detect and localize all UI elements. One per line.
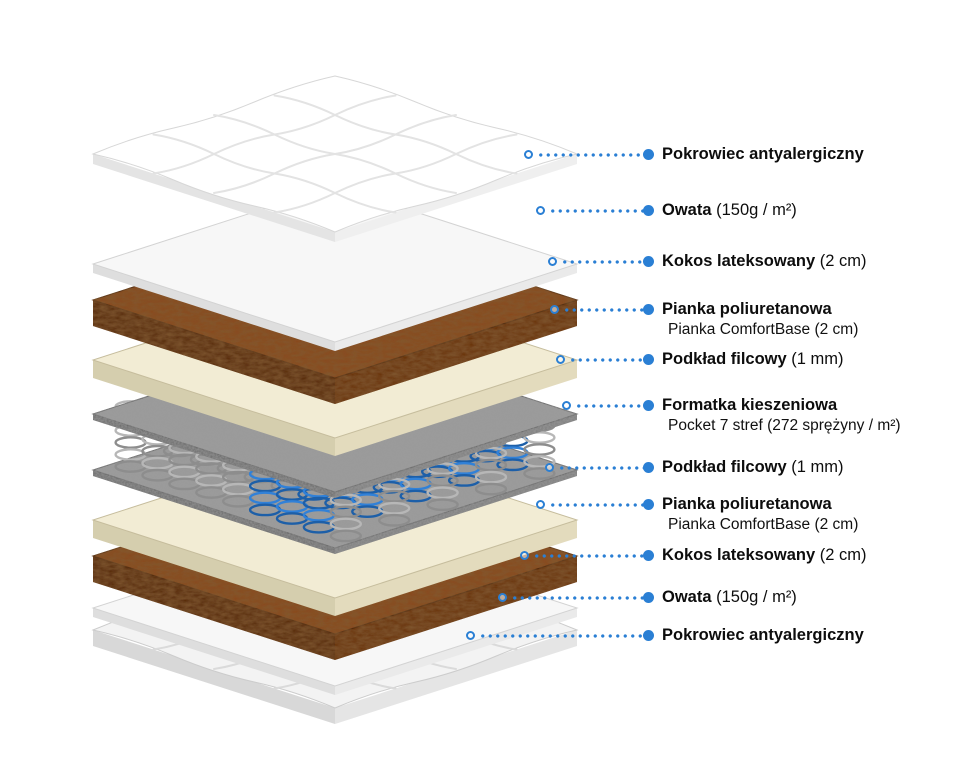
leader-dot <box>643 205 654 216</box>
leader-line <box>533 554 649 558</box>
label-rest: (1 mm) <box>786 350 844 368</box>
label-sub: Pianka ComfortBase (2 cm) <box>668 516 859 533</box>
layer-label: Kokos lateksowany (2 cm) <box>662 250 866 272</box>
leader-dot <box>643 256 654 267</box>
label-bold: Pianka poliuretanowa <box>662 300 832 318</box>
layer-label: Kokos lateksowany (2 cm) <box>662 544 866 566</box>
label-bold: Pokrowiec antyalergiczny <box>662 145 864 163</box>
layer-label: Pianka poliuretanowa Pianka ComfortBase … <box>662 493 858 534</box>
layer-label: Owata (150g / m²) <box>662 199 797 221</box>
label-bold: Kokos lateksowany <box>662 546 816 564</box>
layer-label: Owata (150g / m²) <box>662 586 797 608</box>
leader-line <box>537 153 649 157</box>
label-bold: Podkład filcowy <box>662 350 787 368</box>
leader-line <box>561 260 649 264</box>
label-bold: Podkład filcowy <box>662 458 787 476</box>
label-bold: Pokrowiec antyalergiczny <box>662 626 864 644</box>
leader-line <box>558 466 649 470</box>
leader-dot <box>643 149 654 160</box>
layer-cover-top <box>91 75 579 242</box>
leader-line <box>479 634 649 638</box>
label-bold: Kokos lateksowany <box>662 252 816 270</box>
leader-dot <box>643 304 654 315</box>
layer-label: Podkład filcowy (1 mm) <box>662 456 844 478</box>
label-rest: (150g / m²) <box>711 588 797 606</box>
label-rest: (150g / m²) <box>711 201 797 219</box>
layer-label: Formatka kieszeniowa Pocket 7 stref (272… <box>662 394 901 435</box>
leader-ring <box>520 551 529 560</box>
layer-label: Pokrowiec antyalergiczny <box>662 143 864 165</box>
leader-ring <box>562 401 571 410</box>
leader-dot <box>643 550 654 561</box>
leader-dot <box>643 499 654 510</box>
leader-line <box>563 308 649 312</box>
leader-ring <box>556 355 565 364</box>
leader-line <box>549 503 649 507</box>
layer-label: Pianka poliuretanowa Pianka ComfortBase … <box>662 298 858 339</box>
leader-ring <box>536 500 545 509</box>
label-bold: Owata <box>662 201 712 219</box>
leader-ring <box>545 463 554 472</box>
label-bold: Formatka kieszeniowa <box>662 396 838 414</box>
label-rest: (1 mm) <box>786 458 844 476</box>
label-sub: Pianka ComfortBase (2 cm) <box>668 321 859 338</box>
leader-line <box>569 358 649 362</box>
leader-line <box>549 209 649 213</box>
leader-ring <box>550 305 559 314</box>
leader-ring <box>548 257 557 266</box>
label-rest: (2 cm) <box>815 252 867 270</box>
leader-dot <box>643 592 654 603</box>
label-bold: Owata <box>662 588 712 606</box>
label-sub: Pocket 7 stref (272 sprężyny / m²) <box>668 417 901 434</box>
leader-ring <box>536 206 545 215</box>
leader-dot <box>643 462 654 473</box>
layer-label: Podkład filcowy (1 mm) <box>662 348 844 370</box>
leader-ring <box>466 631 475 640</box>
label-bold: Pianka poliuretanowa <box>662 495 832 513</box>
leader-ring <box>498 593 507 602</box>
mattress-exploded-view <box>91 75 579 724</box>
leader-line <box>575 404 649 408</box>
leader-dot <box>643 354 654 365</box>
leader-dot <box>643 400 654 411</box>
label-rest: (2 cm) <box>815 546 867 564</box>
spring-coil <box>474 422 508 496</box>
leader-ring <box>524 150 533 159</box>
leader-dot <box>643 630 654 641</box>
layer-owata-top <box>91 185 579 351</box>
layer-label: Pokrowiec antyalergiczny <box>662 624 864 646</box>
leader-line <box>511 596 649 600</box>
